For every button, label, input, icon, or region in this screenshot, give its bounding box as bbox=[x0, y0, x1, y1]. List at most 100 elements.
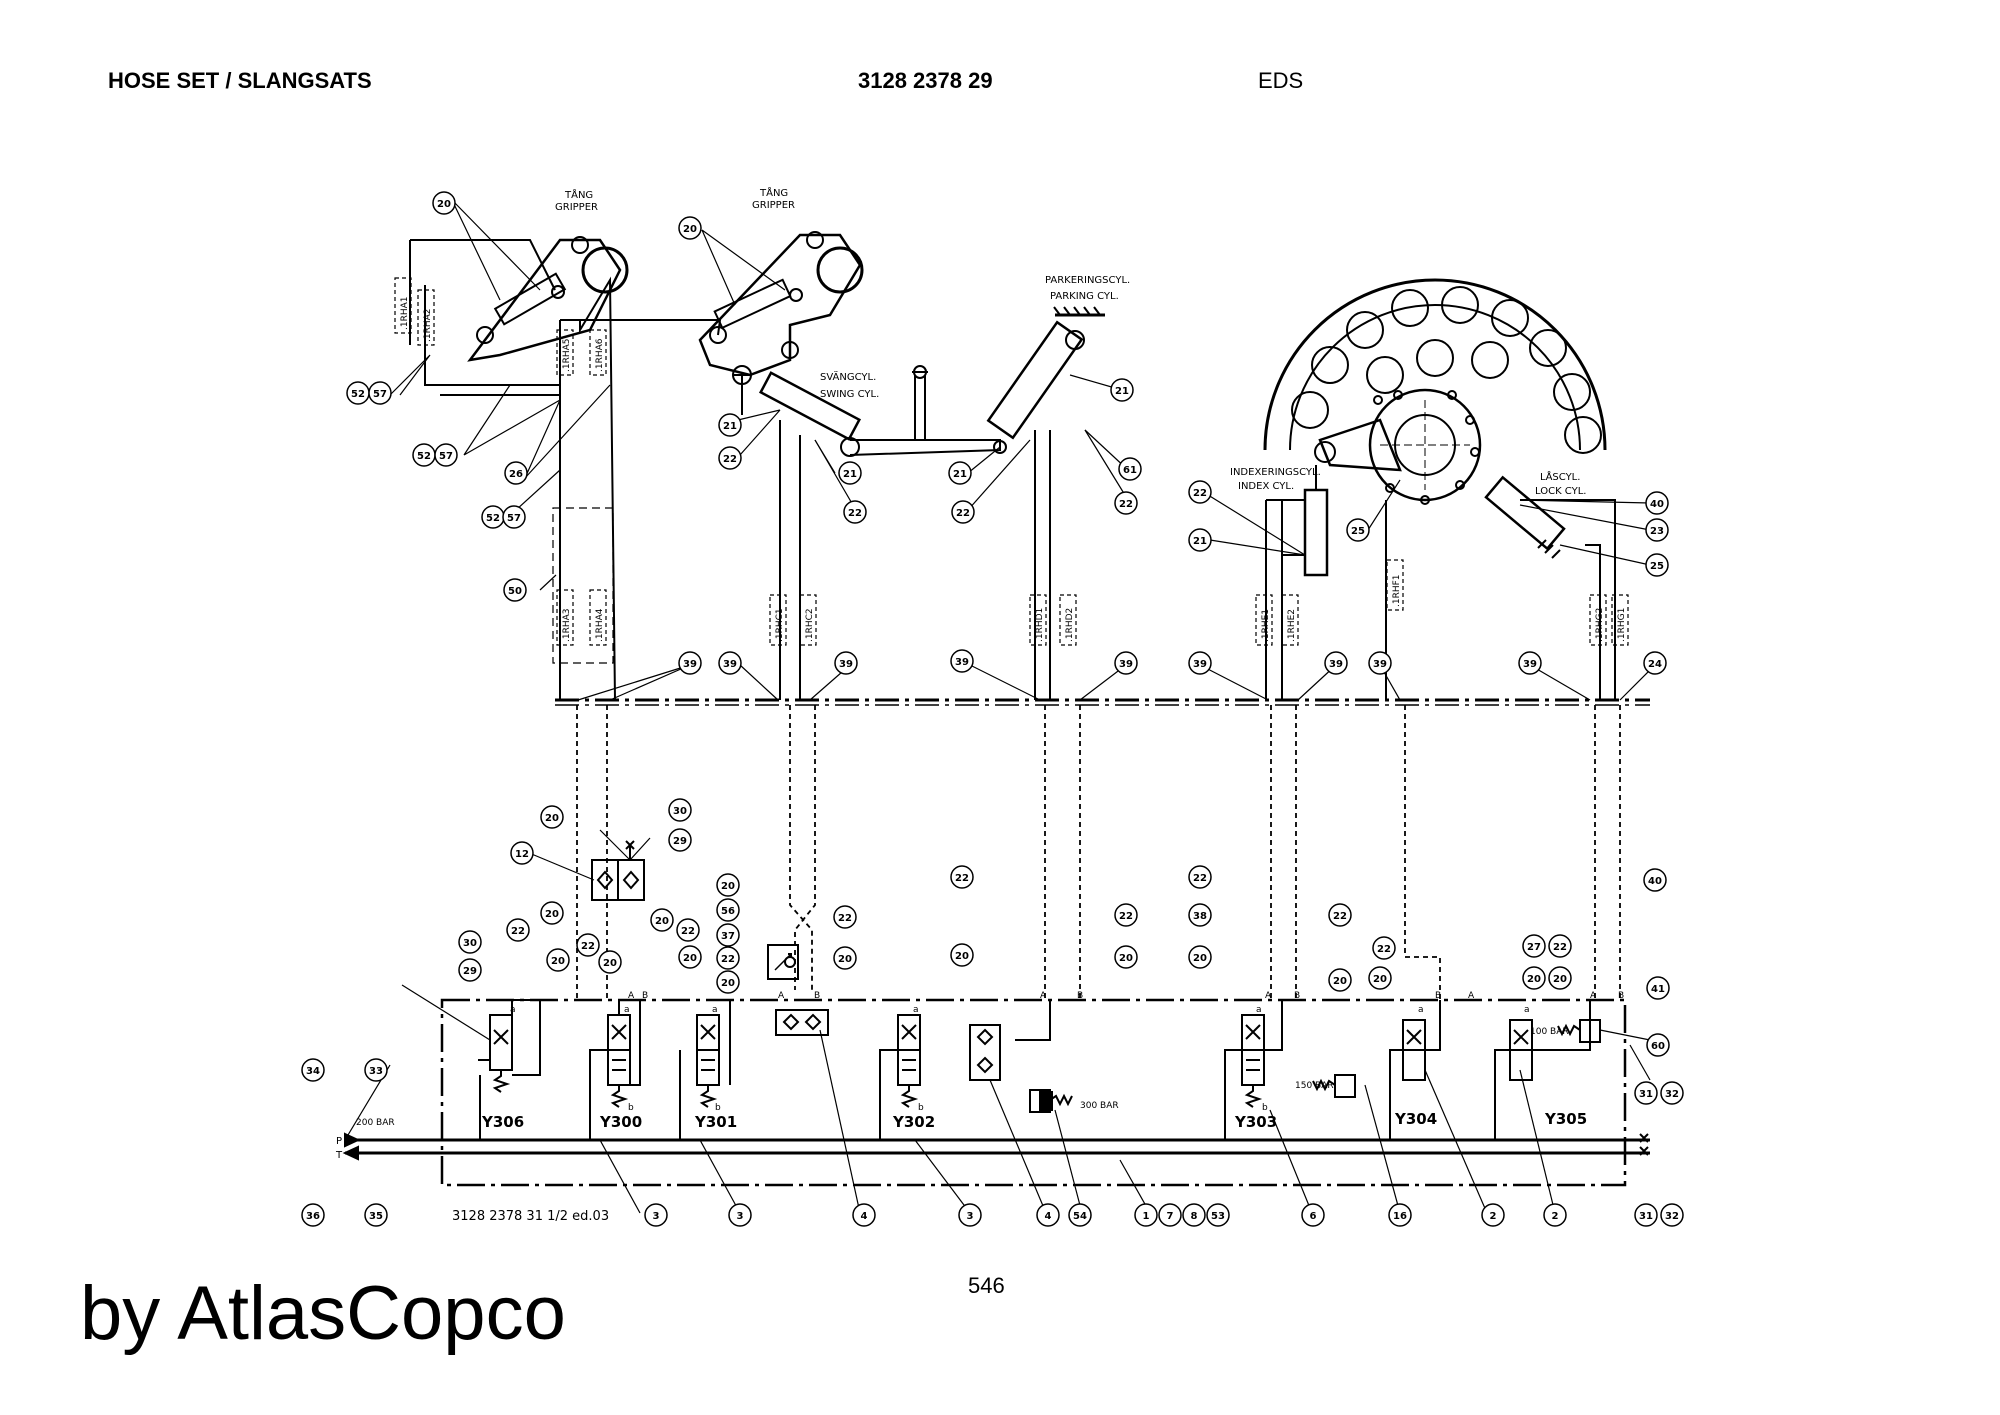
callout-circle bbox=[1182, 1203, 1206, 1227]
pressure-100bar: 100 BAR bbox=[1530, 1027, 1569, 1037]
callout-circle bbox=[833, 905, 857, 929]
callout-number: 16 bbox=[1393, 1211, 1407, 1222]
rod-carousel bbox=[1263, 278, 1607, 505]
callout-number: 22 bbox=[1333, 911, 1347, 922]
tag-rha2: .1RHA2 bbox=[423, 309, 433, 343]
dashed-hoses bbox=[576, 705, 1621, 1000]
callout-circle bbox=[368, 381, 392, 405]
callout-circle bbox=[716, 923, 740, 947]
callout-number: 39 bbox=[1193, 659, 1207, 670]
tag-rha5: .1RHA5 bbox=[562, 339, 572, 373]
callout-circle bbox=[716, 873, 740, 897]
parking-label-sv: PARKERINGSCYL. bbox=[1045, 275, 1130, 286]
callout-circle bbox=[676, 918, 700, 942]
callout-number: 36 bbox=[306, 1211, 320, 1222]
callout-number: 27 bbox=[1527, 942, 1541, 953]
lock-cylinder: LÅSCYL. LOCK CYL. bbox=[1484, 470, 1586, 559]
top-hose-lines bbox=[409, 239, 1616, 701]
callout-circle bbox=[1646, 976, 1670, 1000]
callout-circle bbox=[1518, 651, 1542, 675]
callout-number: 22 bbox=[1553, 942, 1567, 953]
callout-circle bbox=[1114, 945, 1138, 969]
callout-circle bbox=[950, 943, 974, 967]
callout-number: 39 bbox=[955, 657, 969, 668]
callout-number: 22 bbox=[1119, 911, 1133, 922]
callout-number: 40 bbox=[1648, 876, 1662, 887]
callout-circle bbox=[1634, 1203, 1658, 1227]
svg-text:b: b bbox=[628, 1103, 634, 1113]
pressure-150bar: 150 BAR bbox=[1295, 1081, 1334, 1091]
index-cylinder: INDEXERINGSCYL. INDEX CYL. bbox=[1230, 465, 1329, 577]
parking-cylinder: PARKERINGSCYL. PARKING CYL. bbox=[986, 275, 1130, 440]
callout-number: 39 bbox=[1523, 659, 1537, 670]
drawing-reference: 3128 2378 31 1/2 ed.03 bbox=[452, 1209, 609, 1224]
callout-number: 39 bbox=[723, 659, 737, 670]
callout-number: 22 bbox=[955, 873, 969, 884]
callout-number: 6 bbox=[1310, 1211, 1317, 1222]
callout-circle bbox=[1188, 945, 1212, 969]
callout-circle bbox=[1188, 480, 1212, 504]
svg-text:b: b bbox=[1262, 1103, 1268, 1113]
callout-number: 21 bbox=[1115, 386, 1129, 397]
svg-text:a: a bbox=[712, 1005, 718, 1015]
callout-circle bbox=[1110, 378, 1134, 402]
callout-number: 20 bbox=[955, 951, 969, 962]
callout-circle bbox=[1188, 651, 1212, 675]
callout-number: 20 bbox=[683, 224, 697, 235]
callout-circle bbox=[950, 649, 974, 673]
callout-circle bbox=[1301, 1203, 1325, 1227]
valve-y301 bbox=[696, 1014, 720, 1108]
callout-number: 33 bbox=[369, 1066, 383, 1077]
callout-circle bbox=[504, 461, 528, 485]
callout-number: 2 bbox=[1552, 1211, 1559, 1222]
callout-number: 57 bbox=[373, 389, 387, 400]
document-title: HOSE SET / SLANGSATS bbox=[108, 68, 372, 93]
leader-lines bbox=[344, 199, 1656, 1214]
svg-text:B: B bbox=[1618, 991, 1624, 1001]
callout-circle bbox=[650, 908, 674, 932]
callout-circle bbox=[502, 505, 526, 529]
valve-y303 bbox=[1241, 1014, 1265, 1108]
callout-number: 25 bbox=[1351, 526, 1365, 537]
callout-circle bbox=[598, 950, 622, 974]
callout-number: 34 bbox=[306, 1066, 320, 1077]
callout-number: 53 bbox=[1211, 1211, 1225, 1222]
callout-circle bbox=[958, 1203, 982, 1227]
svg-text:B: B bbox=[1294, 991, 1300, 1001]
callout-number: 21 bbox=[723, 421, 737, 432]
tag-rha6: .1RHA6 bbox=[595, 338, 605, 372]
callout-number: 1 bbox=[1143, 1211, 1150, 1222]
callout-number: 22 bbox=[956, 508, 970, 519]
callout-circle bbox=[1188, 528, 1212, 552]
callout-number: 4 bbox=[1045, 1211, 1052, 1222]
callout-circle bbox=[1522, 966, 1546, 990]
callout-circle bbox=[1328, 968, 1352, 992]
callout-circle bbox=[716, 898, 740, 922]
svg-text:a: a bbox=[1418, 1005, 1424, 1015]
tag-rhe1: .1RHE1 bbox=[1261, 609, 1271, 642]
gripper2-label-en: GRIPPER bbox=[752, 200, 795, 211]
callout-number: 22 bbox=[848, 508, 862, 519]
pressure-tank-lines: P T bbox=[335, 1132, 1650, 1161]
svg-text:B: B bbox=[1435, 991, 1441, 1001]
valve-label-y301: Y301 bbox=[694, 1113, 737, 1131]
valve-label-y300: Y300 bbox=[599, 1113, 642, 1131]
valve-label-y306: Y306 bbox=[481, 1113, 524, 1131]
callout-number: 60 bbox=[1651, 1041, 1665, 1052]
tag-rhf1: .1RHF1 bbox=[1392, 574, 1402, 607]
callout-number: 37 bbox=[721, 931, 735, 942]
callout-circle bbox=[716, 946, 740, 970]
svg-text:a: a bbox=[913, 1005, 919, 1015]
callout-circle bbox=[834, 651, 858, 675]
callout-number: 20 bbox=[545, 909, 559, 920]
callout-circle bbox=[668, 798, 692, 822]
callout-number: 31 bbox=[1639, 1089, 1653, 1100]
callout-number: 20 bbox=[655, 916, 669, 927]
callout-circle bbox=[1188, 865, 1212, 889]
callout-number: 12 bbox=[515, 849, 529, 860]
callout-number: 61 bbox=[1123, 465, 1137, 476]
callout-circle bbox=[1368, 966, 1392, 990]
callout-circle bbox=[1134, 1203, 1158, 1227]
swing-label-sv: SVÄNGCYL. bbox=[820, 370, 876, 383]
